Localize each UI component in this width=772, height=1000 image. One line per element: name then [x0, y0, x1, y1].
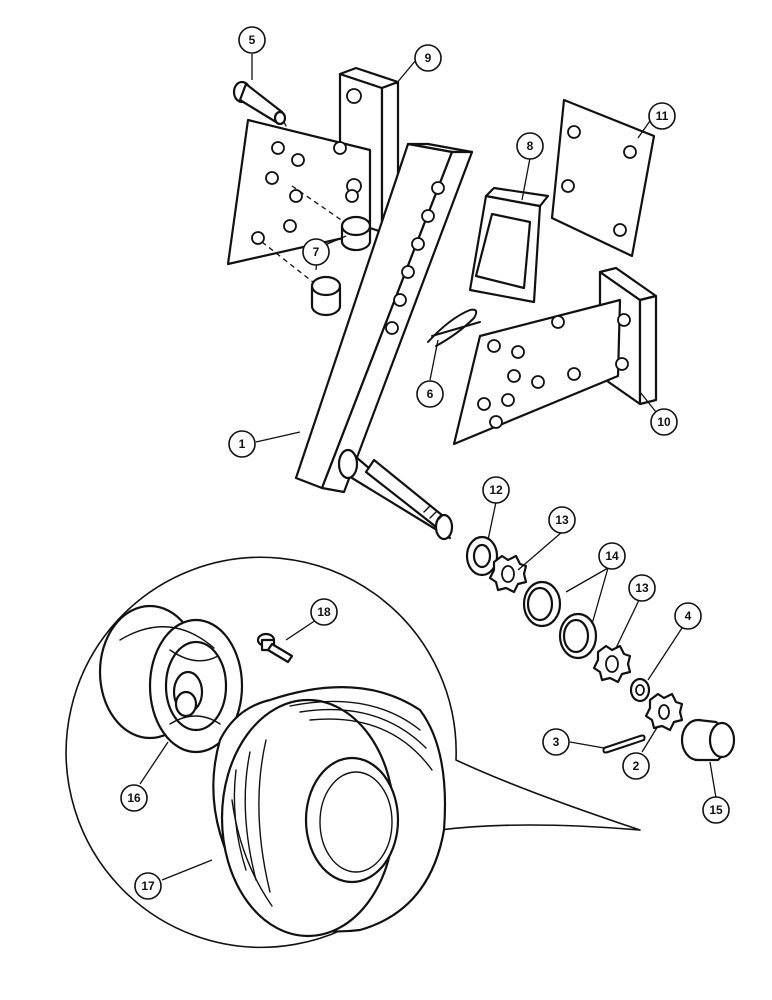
callout-2: 2 — [622, 752, 650, 780]
svg-text:5: 5 — [249, 33, 256, 47]
bearing-cone-inner — [488, 554, 528, 594]
callout-8: 8 — [516, 132, 544, 160]
wheel-arm-tube — [294, 142, 474, 541]
valve-stem — [256, 632, 294, 664]
svg-text:13: 13 — [555, 513, 569, 527]
callout-4: 4 — [674, 602, 702, 630]
svg-text:9: 9 — [425, 51, 432, 65]
svg-text:17: 17 — [141, 879, 155, 893]
cotter-pin — [602, 734, 646, 754]
bearing-cone-outer — [592, 644, 632, 684]
bearing-cup-outer — [558, 612, 598, 660]
svg-text:13: 13 — [635, 581, 649, 595]
svg-text:4: 4 — [685, 609, 692, 623]
mounting-bracket-left — [226, 66, 400, 266]
svg-text:16: 16 — [127, 791, 141, 805]
callout-3: 3 — [542, 728, 570, 756]
svg-text:8: 8 — [527, 139, 534, 153]
callout-1: 1 — [228, 430, 256, 458]
callout-15: 15 — [702, 796, 730, 824]
callout-13-upper: 13 — [548, 506, 576, 534]
svg-text:12: 12 — [489, 483, 503, 497]
hairpin-clip — [427, 308, 481, 347]
callout-9: 9 — [414, 44, 442, 72]
wheel-rim — [98, 604, 244, 754]
square-bushing — [468, 186, 550, 304]
tire — [212, 686, 447, 938]
bearing-cup-inner — [522, 580, 562, 628]
callout-16: 16 — [120, 784, 148, 812]
callout-11: 11 — [648, 102, 676, 130]
spacer-bushings — [261, 185, 372, 317]
svg-text:1: 1 — [239, 437, 246, 451]
seal-ring — [465, 535, 499, 577]
callout-5: 5 — [238, 26, 266, 54]
svg-text:2: 2 — [633, 759, 640, 773]
svg-text:14: 14 — [605, 549, 619, 563]
callout-13-lower: 13 — [628, 574, 656, 602]
callout-17: 17 — [134, 872, 162, 900]
svg-text:3: 3 — [553, 735, 560, 749]
leader-lines — [139, 54, 717, 881]
mounting-bracket-right — [452, 266, 658, 446]
svg-text:6: 6 — [427, 387, 434, 401]
bolt — [232, 80, 289, 131]
callout-18: 18 — [310, 598, 338, 626]
callout-10: 10 — [650, 408, 678, 436]
castle-nut — [644, 692, 684, 732]
callout-12: 12 — [482, 476, 510, 504]
svg-text:18: 18 — [317, 605, 331, 619]
svg-text:7: 7 — [313, 245, 320, 259]
hub-dust-cap — [680, 718, 736, 762]
svg-text:10: 10 — [657, 415, 671, 429]
callout-14: 14 — [598, 542, 626, 570]
svg-text:15: 15 — [709, 803, 723, 817]
callout-7: 7 — [302, 238, 330, 266]
flat-washer — [629, 677, 651, 703]
callout-6: 6 — [416, 380, 444, 408]
clamp-plate — [550, 98, 656, 258]
svg-text:11: 11 — [656, 109, 669, 123]
